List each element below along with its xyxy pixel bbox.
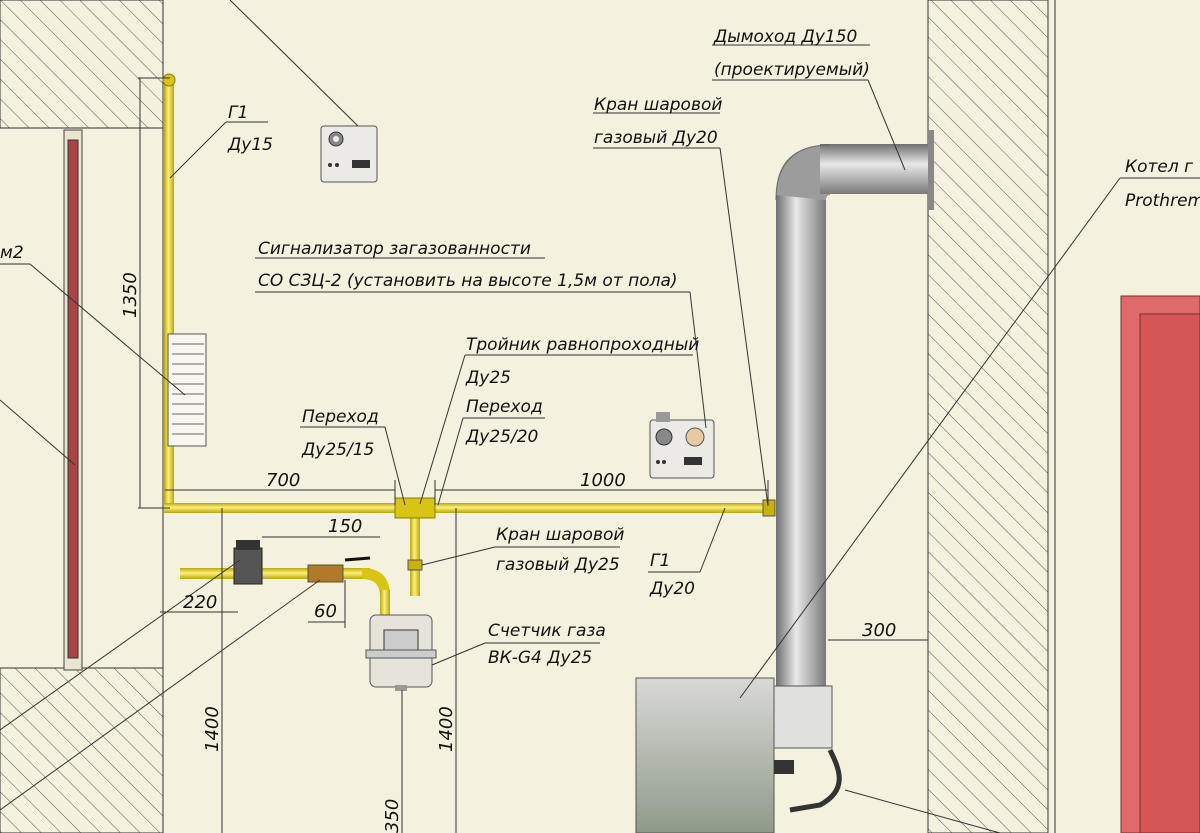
chimney-label-2: (проектируемый) (714, 60, 870, 80)
gas-meter (365, 614, 437, 691)
dim-150: 150 (328, 516, 362, 537)
g1-du20-label-2: Ду20 (649, 579, 695, 599)
reducer-25-20-label-1: Переход (466, 397, 543, 417)
g1-du15-label-2: Ду15 (227, 135, 273, 155)
dimension-labels: 1350 700 1000 150 220 60 300 1400 1400 3… (120, 272, 896, 833)
reducer-25-15-label-2: Ду25/15 (301, 440, 374, 460)
dim-1400-right: 1400 (436, 706, 457, 752)
meter-label-2: ВК-G4 Ду25 (488, 648, 592, 668)
chimney-label-1: Дымоход Ду150 (713, 27, 857, 47)
gas-detector-label-1: Сигнализатор загазованности (258, 239, 531, 259)
gas-pipes (162, 73, 776, 618)
boiler (635, 677, 1001, 833)
radiator (167, 333, 207, 447)
tee-label-2: Ду25 (465, 368, 511, 388)
gas-detector-top (320, 125, 378, 183)
tee-label-1: Тройник равнопроходный (466, 335, 699, 355)
boiler-label-1: Котел г (1125, 157, 1193, 177)
window-frame (63, 129, 83, 671)
annotation-labels: Дымоход Ду150 (проектируемый) Кран шаров… (0, 27, 1200, 668)
dim-1400-left: 1400 (202, 706, 223, 752)
left-wall (0, 0, 164, 833)
dim-60: 60 (314, 601, 337, 622)
meter-label-1: Счетчик газа (488, 621, 606, 641)
g1-du15-label-1: Г1 (228, 103, 248, 123)
ball-valve-top-label-2: газовый Ду20 (594, 128, 718, 148)
gas-detector-label-2: СО СЗЦ-2 (установить на высоте 1,5м от п… (258, 271, 678, 291)
dim-220: 220 (183, 592, 217, 613)
dimension-lines (138, 77, 928, 833)
reducer-25-20-label-2: Ду25/20 (465, 427, 538, 447)
ball-valve-top-label-1: Кран шаровой (594, 95, 722, 115)
dim-1350: 1350 (120, 272, 141, 318)
reducer-25-15-label-1: Переход (302, 407, 379, 427)
door (1120, 295, 1200, 833)
gas-detector-bottom (649, 412, 715, 479)
ball-valve-bottom-label-2: газовый Ду25 (496, 555, 620, 575)
boiler-label-2: Prothrem (1125, 191, 1200, 211)
ball-valve-bottom-label-1: Кран шаровой (496, 525, 624, 545)
right-wall (927, 0, 1049, 833)
dim-350: 350 (382, 799, 403, 833)
dim-700: 700 (266, 470, 300, 491)
dim-300: 300 (862, 620, 896, 641)
g1-du20-label-1: Г1 (650, 551, 670, 571)
room-area-label: м2 (0, 243, 24, 263)
dim-1000: 1000 (580, 470, 626, 491)
leader-lines (0, 0, 1200, 811)
chimney (775, 130, 934, 690)
